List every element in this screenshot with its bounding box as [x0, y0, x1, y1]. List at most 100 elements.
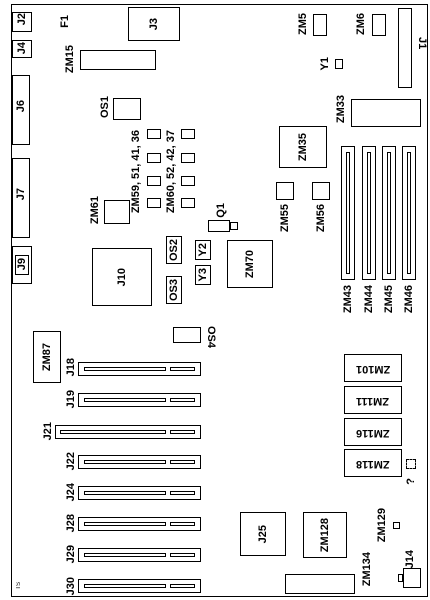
y1-label: Y1: [319, 57, 331, 71]
zm35-label: ZM35: [296, 132, 309, 162]
zm43-slot-inner: [346, 152, 350, 274]
j14-label: J14: [404, 550, 416, 569]
zm45-label: ZM45: [383, 285, 395, 314]
zm128-label: ZM128: [318, 517, 331, 553]
j4-connector: [12, 40, 32, 58]
zm35-chip: ZM35: [279, 126, 327, 168]
j6-connector: [12, 75, 30, 145]
question-mark: ?: [405, 478, 417, 485]
zm6-chip: [372, 14, 386, 36]
zm87-label: ZM87: [40, 342, 53, 372]
small-chip-6: [181, 153, 195, 163]
y3-label: Y3: [196, 268, 209, 282]
os2-chip: OS2: [166, 236, 182, 264]
zm15-chip: [80, 50, 156, 70]
j9-inner: [15, 255, 29, 275]
j4-label: J4: [16, 42, 28, 55]
zm46-slot-inner: [407, 152, 411, 274]
zm45-slot-inner: [387, 152, 391, 274]
j6-label: J6: [15, 100, 27, 113]
small-chip-3: [147, 176, 161, 186]
zm111-chip: ZM111: [344, 386, 402, 414]
zm6-label: ZM6: [355, 13, 367, 35]
j1-label: J1: [416, 37, 428, 50]
zm116-label: ZM116: [356, 426, 390, 439]
j21-label: J21: [42, 422, 54, 441]
zm111-label: ZM111: [356, 394, 390, 407]
y2-label: Y2: [196, 243, 209, 257]
y3-crystal: Y3: [195, 265, 211, 285]
zm33-chip: [351, 99, 421, 127]
zm70-chip: ZM70: [227, 240, 273, 288]
zm59-label: ZM59, 51, 41, 36: [130, 130, 142, 214]
j19-label: J19: [65, 390, 77, 409]
zm55-chip: [276, 182, 294, 200]
j10-label: J10: [115, 267, 128, 287]
j7-label: J7: [15, 188, 27, 201]
zm128-chip: ZM128: [303, 512, 347, 558]
zm70-label: ZM70: [243, 249, 256, 279]
zm101-label: ZM101: [355, 362, 391, 375]
y2-crystal: Y2: [195, 240, 211, 260]
zm46-label: ZM46: [403, 285, 415, 314]
j18-label: J18: [65, 358, 77, 377]
j30-label: J30: [65, 577, 77, 596]
corner-mark: TS: [16, 582, 22, 590]
dashed-footprint: [406, 459, 416, 469]
j24-label: J24: [65, 483, 77, 502]
j9-label: J9: [16, 258, 28, 271]
small-chip-5: [181, 129, 195, 139]
zm43-label: ZM43: [342, 285, 354, 314]
zm87-chip: ZM87: [33, 331, 61, 383]
os4-label: OS4: [205, 326, 217, 349]
j28-label: J28: [65, 514, 77, 533]
os1-chip: [113, 98, 141, 120]
zm5-chip: [313, 14, 327, 36]
j10-socket: J10: [92, 248, 152, 306]
zm56-chip: [312, 182, 330, 200]
zm134-chip: [285, 574, 355, 594]
zm15-label: ZM15: [64, 45, 76, 74]
q1-label: Q1: [215, 203, 227, 218]
zm61-label: ZM61: [89, 196, 101, 225]
os3-label: OS3: [167, 278, 180, 301]
j7-connector: [12, 158, 30, 238]
zm60-label: ZM60, 52, 42, 37: [165, 130, 177, 214]
zm5-label: ZM5: [297, 13, 309, 35]
zm134-label: ZM134: [361, 552, 373, 587]
zm118-label: ZM118: [356, 457, 390, 470]
zm33-label: ZM33: [335, 95, 347, 124]
os3-chip: OS3: [166, 276, 182, 304]
j25-label: J25: [256, 524, 269, 544]
small-chip-1: [147, 129, 161, 139]
zm118-chip: ZM118: [344, 449, 402, 477]
zm56-label: ZM56: [315, 204, 327, 233]
small-chip-4: [147, 198, 161, 208]
j2-label: J2: [16, 13, 28, 26]
j1-connector: [398, 8, 412, 88]
zm129-label: ZM129: [376, 508, 388, 543]
j25-chip: J25: [240, 512, 286, 556]
f1-label: F1: [59, 15, 71, 28]
zm116-chip: ZM116: [344, 418, 402, 446]
zm101-chip: ZM101: [344, 354, 402, 382]
small-chip-8: [181, 198, 195, 208]
j14-connector: [403, 568, 421, 588]
j2-connector: [12, 12, 32, 32]
small-chip-7: [181, 176, 195, 186]
os1-label: OS1: [99, 96, 111, 119]
zm129-chip: [393, 522, 400, 529]
zm61-chip: [104, 200, 130, 224]
j22-label: J22: [65, 452, 77, 471]
j3-chip: J3: [128, 7, 180, 41]
q1-transistor: [208, 220, 230, 232]
zm44-label: ZM44: [363, 285, 375, 314]
j14-tab: [398, 574, 403, 582]
os4-chip: [173, 327, 201, 343]
os2-label: OS2: [167, 238, 180, 261]
j29-label: J29: [65, 545, 77, 564]
y1-crystal: [335, 59, 343, 69]
zm55-label: ZM55: [279, 204, 291, 233]
j3-label: J3: [147, 17, 160, 31]
